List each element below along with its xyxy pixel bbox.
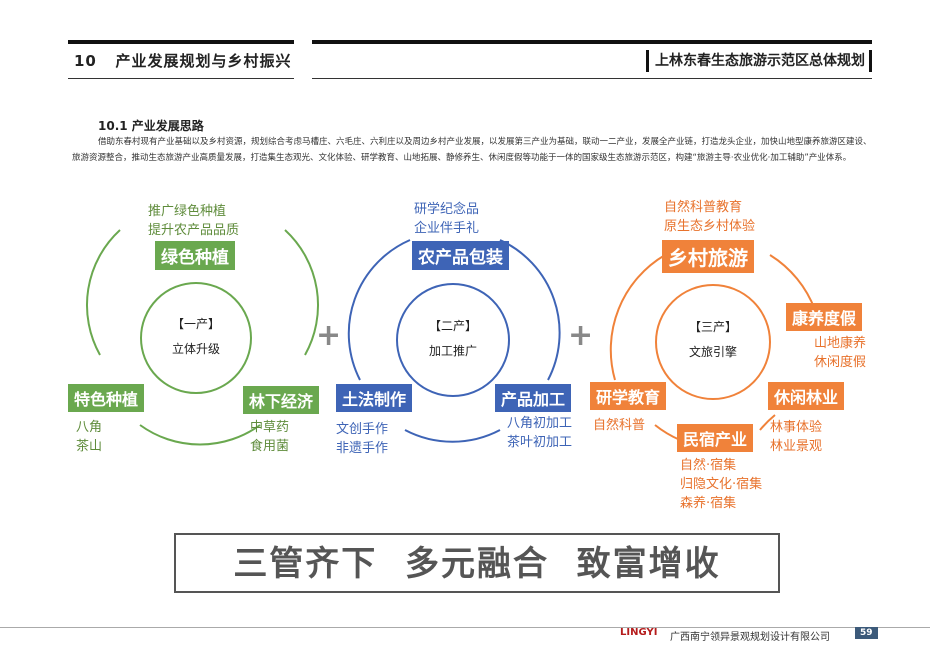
tag-rural-tourism: 乡村旅游 [662, 240, 754, 273]
primary-left-notes: 八角 茶山 [76, 420, 103, 454]
document-title: 上林东春生态旅游示范区总体规划 [646, 50, 872, 72]
intro-paragraph: 借助东春村现有产业基础以及乡村资源，规划综合考虑马槽庄、六毛庄、六利庄以及周边乡… [72, 137, 872, 163]
tertiary-left-notes: 自然科普 [593, 418, 646, 433]
slogan-box: 三管齐下 多元融合 致富增收 [174, 533, 780, 593]
secondary-top-notes: 研学纪念品 企业伴手礼 [414, 202, 480, 236]
tag-green-planting: 绿色种植 [155, 241, 235, 270]
tag-leisure-forestry: 休闲林业 [768, 382, 845, 410]
plus-sign-2: + [568, 318, 594, 353]
secondary-left-notes: 文创手作 非遗手作 [336, 422, 389, 456]
company-name: 广西南宁领异景观规划设计有限公司 [670, 632, 830, 643]
tag-traditional-craft: 土法制作 [336, 384, 413, 412]
tag-study-education: 研学教育 [590, 382, 667, 410]
section-title: 产业发展规划与乡村振兴 [115, 52, 292, 70]
primary-top-notes: 推广绿色种植 提升农产品品质 [148, 204, 240, 238]
tag-understory-economy: 林下经济 [243, 386, 320, 414]
page-number: 59 [855, 627, 878, 639]
header-line-right [312, 40, 872, 44]
header-rule-right [312, 78, 872, 79]
company-logo: LINGYI [620, 627, 658, 638]
tag-produce-packaging: 农产品包装 [412, 241, 509, 270]
primary-ring [86, 229, 319, 446]
tertiary-right-notes: 林事体验 林业景观 [770, 420, 823, 454]
tertiary-center: 【三产】 文旅引擎 [688, 320, 737, 359]
primary-right-notes: 中草药 食用菌 [250, 420, 290, 454]
header-rule-left [68, 78, 294, 79]
primary-center: 【一产】 立体升级 [171, 317, 220, 356]
section-number: 10 [74, 52, 97, 70]
plus-sign-1: + [316, 318, 342, 353]
secondary-center: 【二产】 加工推广 [428, 319, 477, 358]
header-line-left [68, 40, 294, 44]
section-heading: 10 产业发展规划与乡村振兴 [74, 50, 292, 71]
tag-wellness-vacation: 康养度假 [786, 303, 863, 331]
tag-homestay-industry: 民宿产业 [677, 424, 754, 452]
secondary-ring [347, 239, 561, 443]
secondary-right-notes: 八角初加工 茶叶初加工 [507, 416, 573, 450]
tertiary-top-notes: 自然科普教育 原生态乡村体验 [664, 200, 756, 234]
tertiary-right-top-notes: 山地康养 休闲度假 [814, 336, 867, 370]
tertiary-ring [609, 254, 816, 441]
tertiary-bottom-notes: 自然·宿集 归隐文化·宿集 森养·宿集 [680, 458, 763, 511]
tag-special-planting: 特色种植 [68, 384, 145, 412]
tag-product-processing: 产品加工 [495, 384, 572, 412]
footer-rule [0, 627, 930, 628]
subsection-title: 10.1 产业发展思路 [98, 119, 204, 133]
